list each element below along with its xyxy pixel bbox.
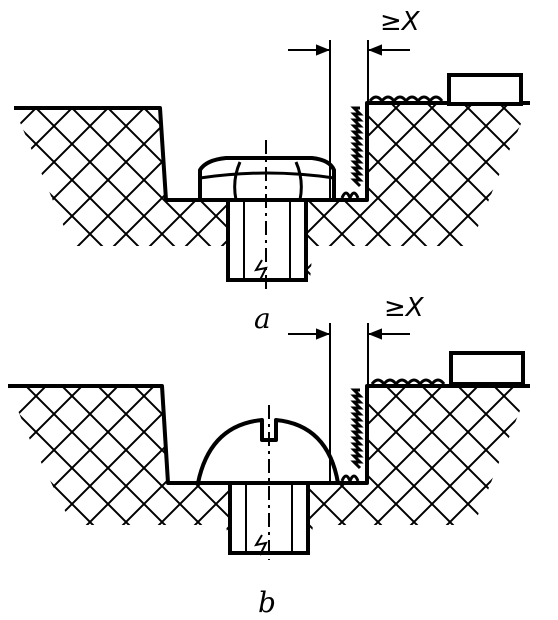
base-material-b xyxy=(8,386,530,553)
dimension-text-b: ≥X xyxy=(384,293,425,323)
panel-a: ≥X a xyxy=(14,7,530,335)
sealant-surface-a xyxy=(368,95,444,104)
sealant-layer-b xyxy=(350,388,364,470)
panel-b: ≥X b xyxy=(8,293,530,619)
panel-label-a: a xyxy=(254,302,271,335)
component-block-a xyxy=(447,73,523,106)
base-material-a xyxy=(14,103,530,280)
component-block-b xyxy=(449,351,525,386)
sealant-layer-a xyxy=(350,106,364,188)
dimension-text-a: ≥X xyxy=(380,7,421,37)
panel-label-b: b xyxy=(258,586,276,619)
sealant-surface-b xyxy=(370,378,446,387)
